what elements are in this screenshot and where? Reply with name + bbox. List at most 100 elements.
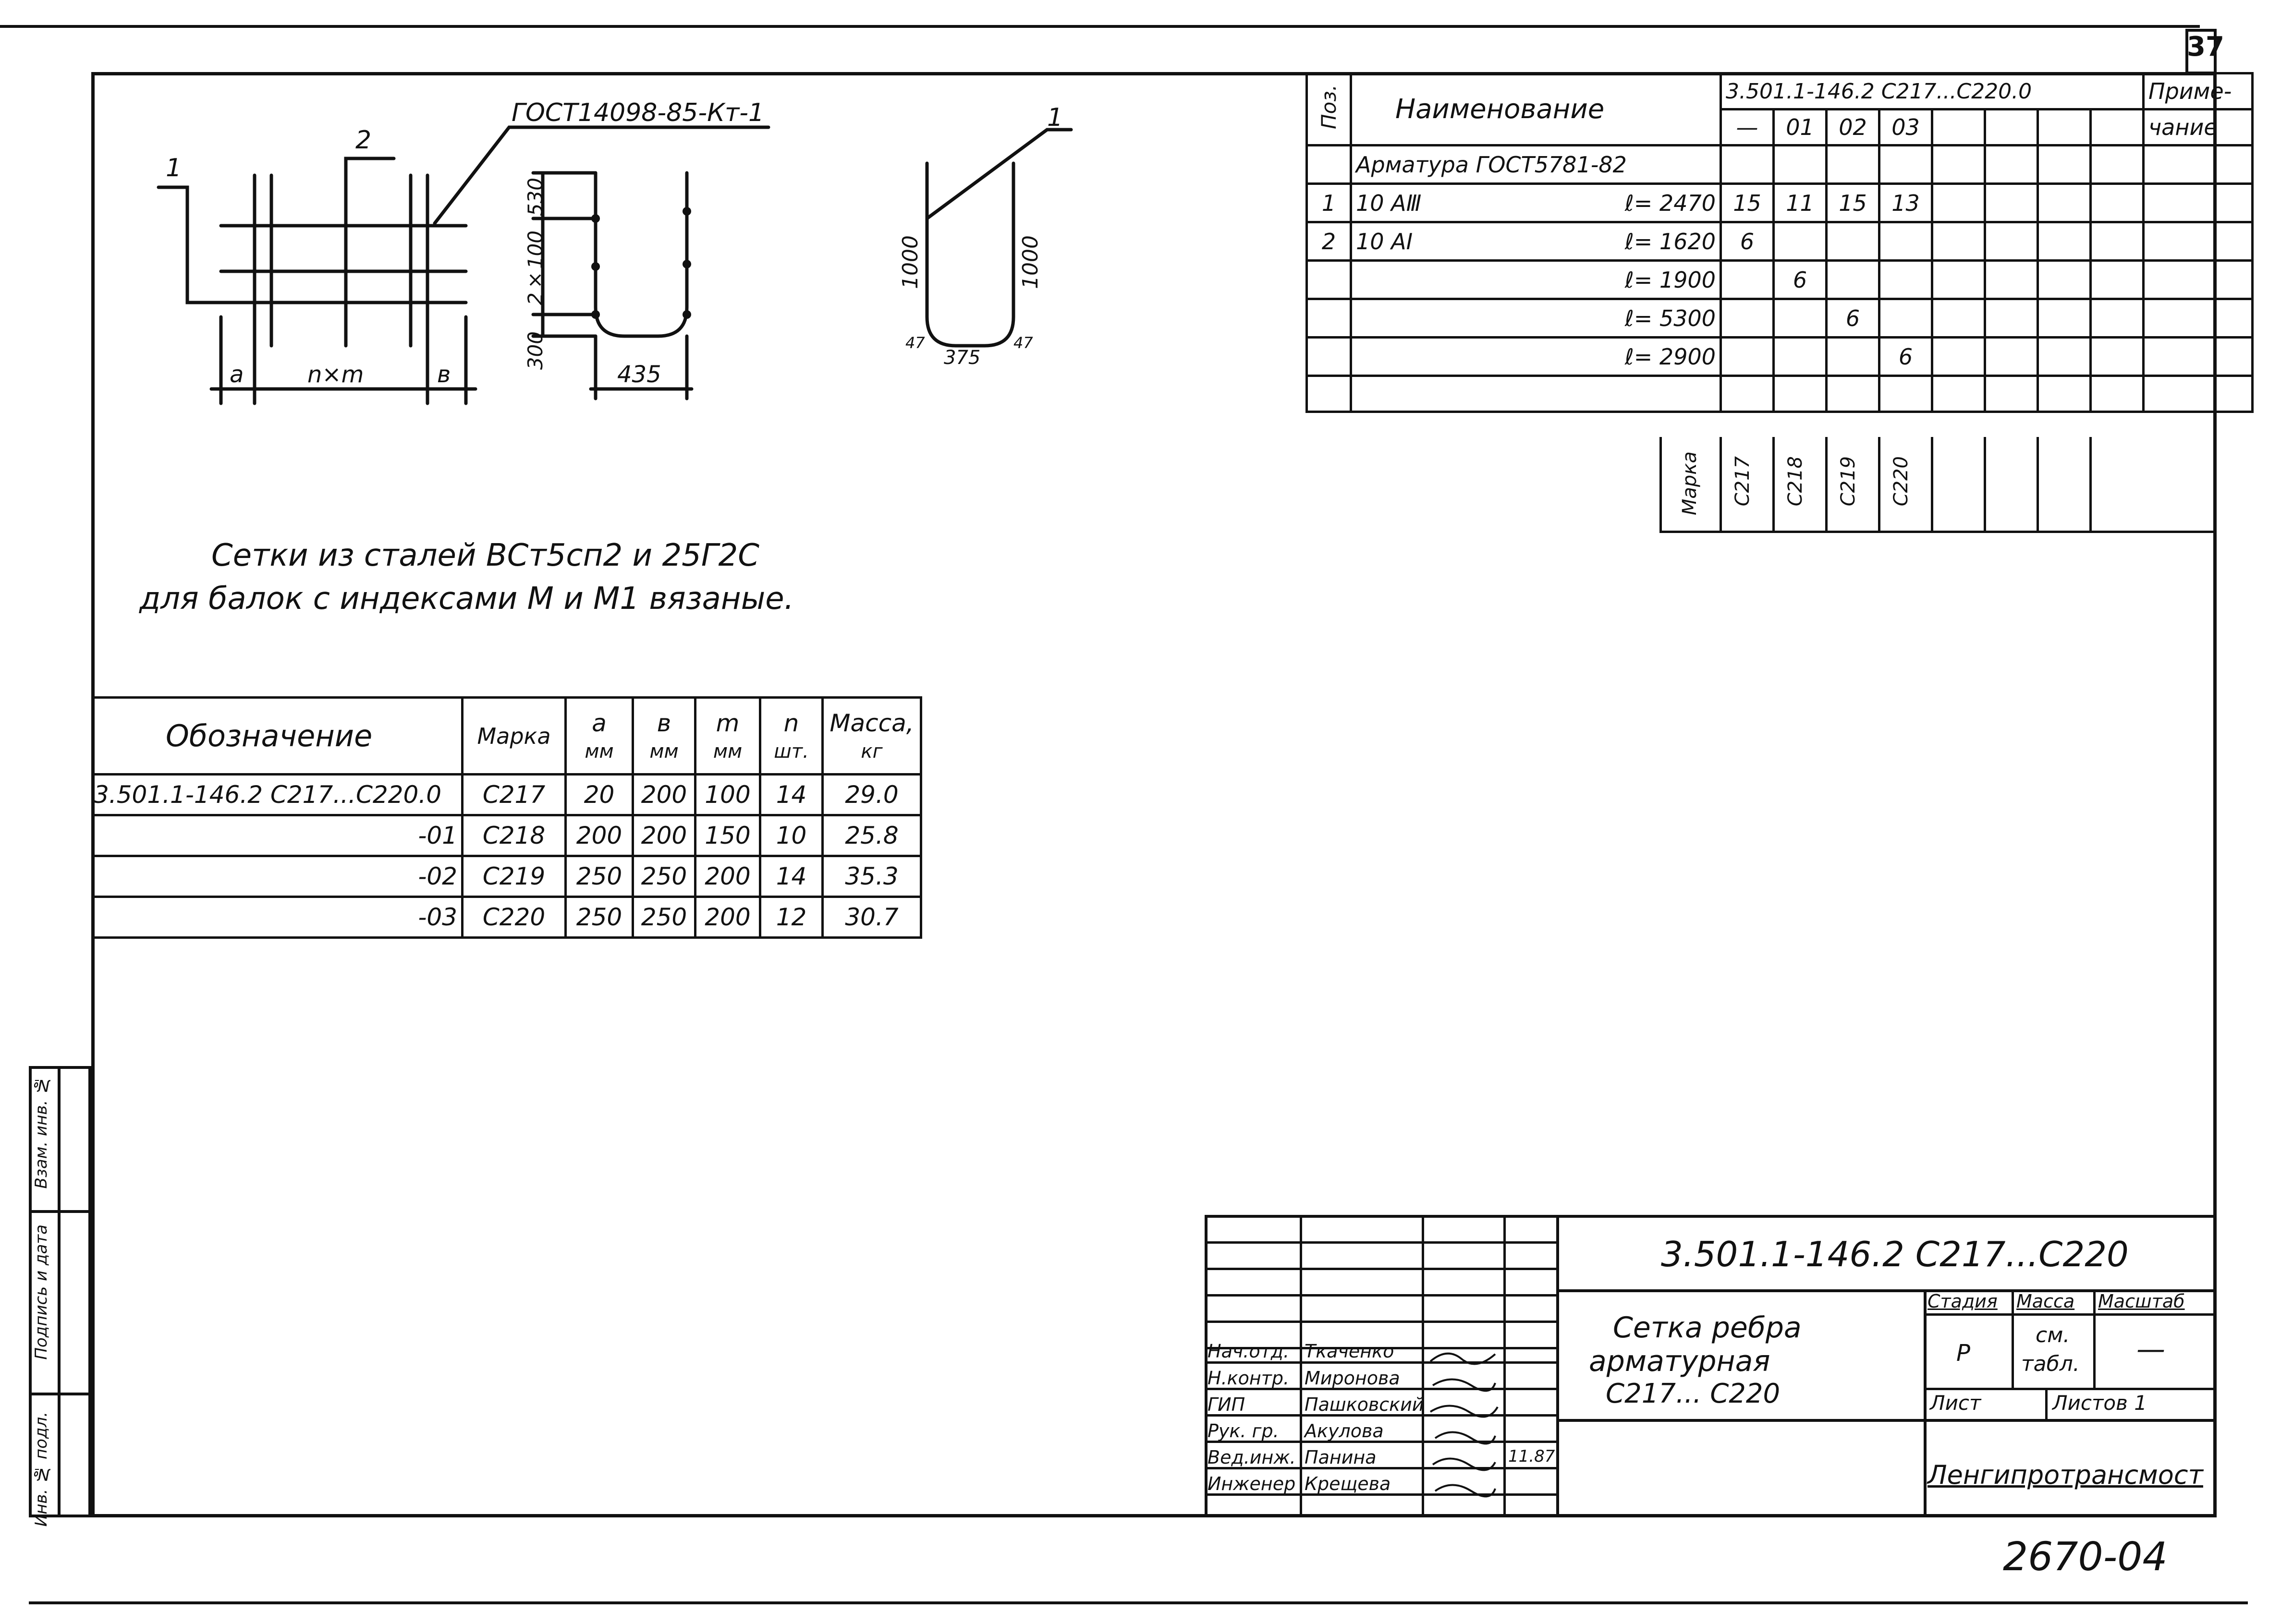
top-edge-line xyxy=(0,25,2200,28)
sig-role-1: Нач.отд. xyxy=(1208,1341,1290,1362)
doc-code: 3.501.1-146.2 С217...С220 xyxy=(1661,1234,2129,1274)
spec-variant-2: 02 xyxy=(1825,108,1880,146)
mass-value-2: табл. xyxy=(2021,1352,2080,1376)
sheet-label: Лист xyxy=(1930,1391,1981,1415)
title-line-3: С217... С220 xyxy=(1606,1378,1781,1409)
u-bar-sketch xyxy=(925,128,1073,348)
tb-sig-row-8 xyxy=(1205,1414,1556,1417)
tb-sig-row-2 xyxy=(1205,1268,1556,1270)
dim-435-label: 435 xyxy=(617,361,661,388)
left-stamp-divider xyxy=(58,1066,61,1517)
title-line-1: Сетка ребра xyxy=(1613,1311,1802,1345)
spec-row: ℓ= 2900 6 xyxy=(1305,336,2254,377)
sig-role-4: Рук. гр. xyxy=(1208,1420,1279,1442)
marka-sep-6 xyxy=(2037,437,2039,533)
dim-nxm-label: n×m xyxy=(307,361,364,388)
marka-c217: С217 xyxy=(1732,456,1754,507)
sheets-label: Листов 1 xyxy=(2052,1391,2147,1415)
tb-stage-head-line xyxy=(1924,1313,2217,1316)
sig-role-5: Вед.инж. xyxy=(1208,1447,1296,1468)
tb-sig-row-9 xyxy=(1205,1441,1556,1443)
dims-head-designation: Обозначение xyxy=(91,696,464,776)
mass-value-1: см. xyxy=(2036,1323,2070,1347)
sig-role-2: Н.контр. xyxy=(1208,1368,1290,1389)
spec-head-name: Наименование xyxy=(1350,72,1722,146)
sig-role-3: ГИП xyxy=(1208,1394,1245,1415)
spec-group-title: Арматура ГОСТ5781-82 xyxy=(1350,144,1722,185)
dim-1000-right-label: 1000 xyxy=(1018,235,1043,289)
spec-variant-0: — xyxy=(1720,108,1775,146)
stage-label: Стадия xyxy=(1927,1291,1998,1312)
marka-label: Марка xyxy=(1679,451,1701,516)
scale-label: Масштаб xyxy=(2098,1291,2185,1312)
dim-2x100-label: 2×100 xyxy=(524,230,547,305)
sig-name-6: Крещева xyxy=(1305,1473,1391,1494)
sig-name-1: Ткаченко xyxy=(1305,1341,1394,1362)
sig-date-5: 11.87 xyxy=(1508,1447,1555,1466)
tb-sig-row-1 xyxy=(1205,1241,1556,1244)
marka-sep-5 xyxy=(1984,437,1986,533)
spec-variant-3: 03 xyxy=(1878,108,1933,146)
stage-value: Р xyxy=(1956,1340,1970,1367)
spec-row: ℓ= 5300 6 xyxy=(1305,298,2254,339)
sheet-number: 37 xyxy=(2187,31,2224,62)
dim-1000-left-label: 1000 xyxy=(898,235,923,289)
marka-c220: С220 xyxy=(1890,456,1912,507)
tb-sig-col-4 xyxy=(1556,1215,1559,1517)
mesh-plan-sketch xyxy=(157,125,770,405)
mass-label: Масса xyxy=(2016,1291,2075,1312)
note-line-1: Сетки из сталей ВСт5сп2 и 25Г2С xyxy=(211,538,759,573)
bar-position-label: 1 xyxy=(1047,103,1063,132)
signature-scribbles xyxy=(1429,1352,1499,1498)
left-stamp-sep-1 xyxy=(29,1210,91,1213)
specification-table: Поз. Наименование 3.501.1-146.2 С217...С… xyxy=(1305,72,2254,413)
tb-title-divider xyxy=(1559,1419,2217,1422)
organization-name: Ленгипротрансмост xyxy=(1927,1460,2203,1490)
marka-sep-7 xyxy=(2089,437,2092,533)
spec-head-note-2: чание xyxy=(2142,108,2254,146)
scale-value: — xyxy=(2136,1333,2165,1366)
position-2-label: 2 xyxy=(355,126,372,155)
tb-sig-col-1 xyxy=(1300,1215,1302,1517)
sig-role-6: Инженер xyxy=(1208,1473,1296,1494)
tb-sig-col-2 xyxy=(1422,1215,1424,1517)
dim-radius-right-label: 47 xyxy=(1013,334,1033,352)
marka-sep-1 xyxy=(1772,437,1775,533)
sig-name-3: Пашковский xyxy=(1305,1394,1424,1415)
spec-head-pos: Поз. xyxy=(1305,72,1352,146)
spec-marka-row: Марка С217 С218 С219 С220 xyxy=(1659,437,2217,533)
dim-375-label: 375 xyxy=(944,347,981,369)
position-1-label: 1 xyxy=(166,154,182,182)
marka-sep-2 xyxy=(1825,437,1828,533)
left-approval-stamp: Инв. № подл. Подпись и дата Взам. инв. № xyxy=(29,1066,91,1527)
dim-a-label: а xyxy=(230,361,244,388)
tb-sig-row-5 xyxy=(1205,1347,1556,1349)
archive-number: 2670-04 xyxy=(2003,1534,2168,1580)
spec-variant-1: 01 xyxy=(1772,108,1828,146)
title-line-2: арматурная xyxy=(1589,1345,1770,1378)
sig-name-2: Миронова xyxy=(1305,1368,1400,1389)
marka-c218: С218 xyxy=(1784,456,1806,507)
tb-stage-col-1 xyxy=(2012,1289,2014,1388)
sig-name-4: Акулова xyxy=(1305,1420,1384,1442)
tb-stage-value-line xyxy=(1924,1388,2217,1390)
marka-c219: С219 xyxy=(1837,456,1859,507)
spec-head-note-1: Приме- xyxy=(2142,72,2254,110)
marka-row-frame xyxy=(1659,437,2217,533)
note-line-2: для балок с индексами М и М1 вязаные. xyxy=(139,581,794,617)
title-block: Нач.отд. Ткаченко Н.контр. Миронова ГИП … xyxy=(1205,1215,2217,1517)
dim-530-label: 530 xyxy=(524,178,547,217)
mesh-section-sketch xyxy=(531,171,694,400)
tb-sig-row-11 xyxy=(1205,1493,1556,1496)
tb-sig-col-3 xyxy=(1503,1215,1506,1517)
